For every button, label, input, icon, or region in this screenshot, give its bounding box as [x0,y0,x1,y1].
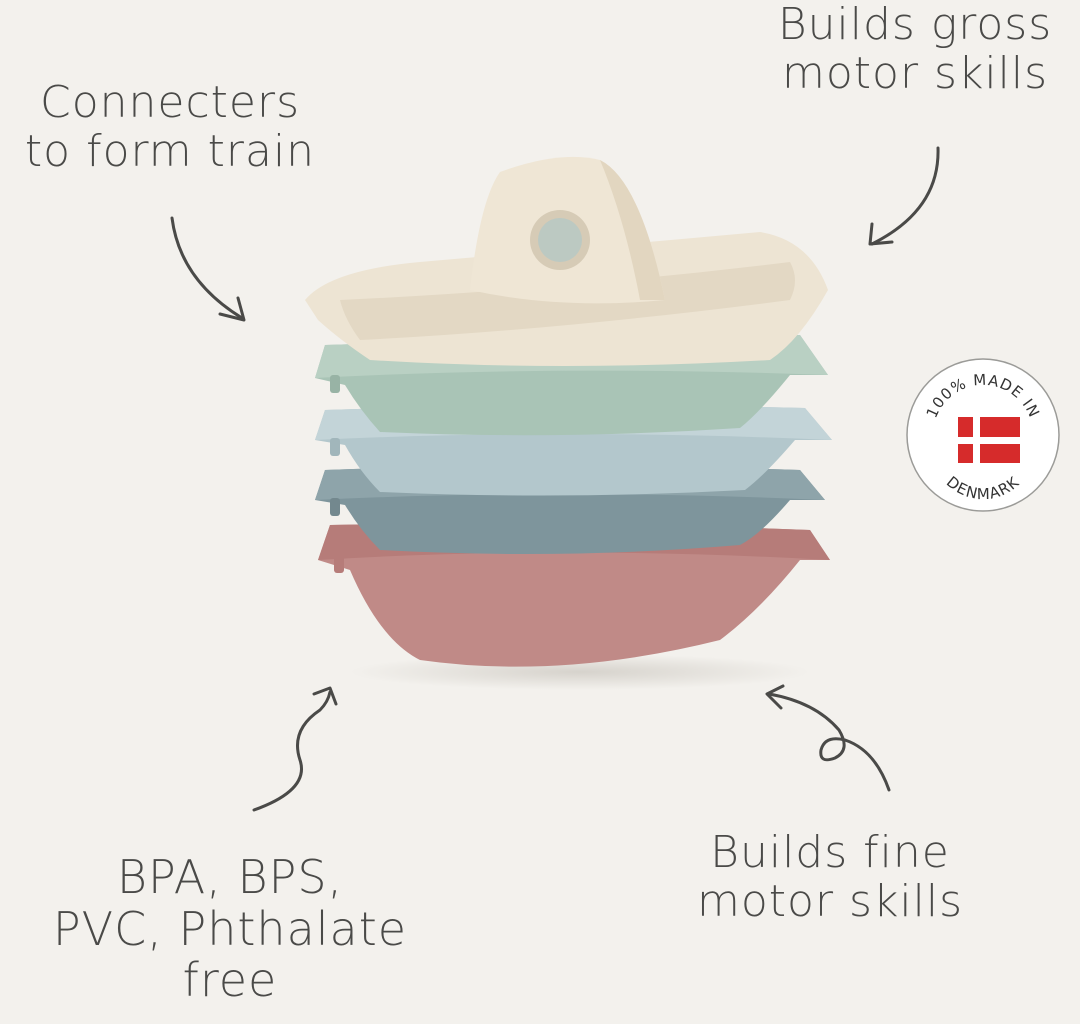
arrow-gross-motor-icon [868,146,940,246]
callout-gross-motor-line-2: motor skills [781,48,1049,100]
denmark-flag-icon [958,417,1020,463]
arrow-bpa-free-icon [252,686,338,812]
callout-gross-motor: Builds gross motor skills [750,0,1080,99]
callout-connecters: Connecters to form train [0,78,360,177]
callout-fine-motor: Builds fine motor skills [660,828,1000,927]
callout-connecters-line-1: Connecters [39,77,300,128]
arrow-fine-motor-icon [765,684,891,792]
made-in-denmark-badge: 100% MADE IN DENMARK [906,358,1060,512]
callout-gross-motor-line-1: Builds gross [777,0,1053,50]
callout-bpa-free-line-1: BPA, BPS, [116,850,344,904]
callout-connecters-line-2: to form train [24,126,316,178]
boat-cream [305,156,828,366]
callout-bpa-free-line-2: PVC, Phthalate [52,901,408,956]
arrow-connecters-icon [170,216,246,322]
callout-fine-motor-line-1: Builds fine [710,827,950,878]
callout-bpa-free: BPA, BPS, PVC, Phthalate free [20,850,440,1008]
callout-bpa-free-line-3: free [182,953,278,1008]
callout-fine-motor-line-2: motor skills [696,876,964,928]
